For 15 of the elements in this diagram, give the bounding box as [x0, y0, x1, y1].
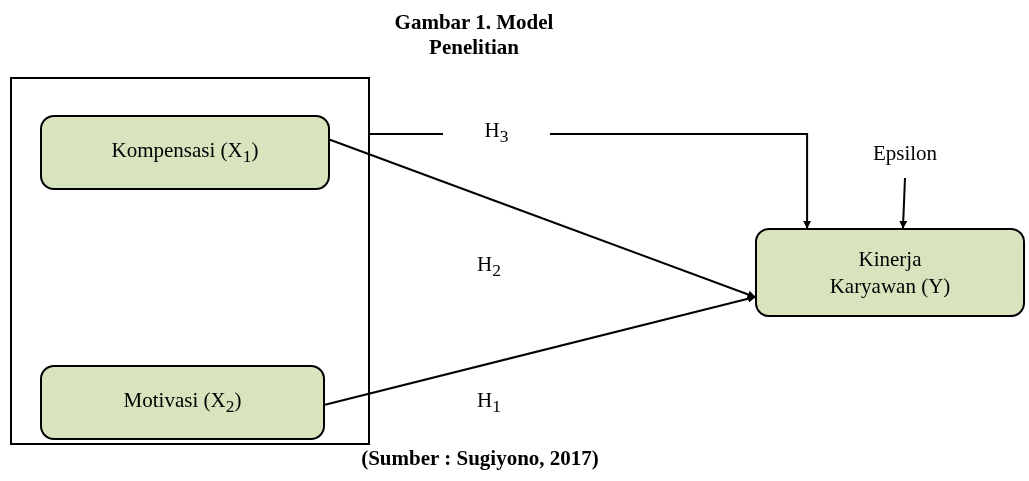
arrow [329, 138, 756, 299]
variable-box [755, 228, 1025, 317]
hypothesis-label: H$_{2}$ [477, 252, 501, 282]
hypothesis-label: H$_{1}$ [477, 388, 501, 418]
error-term-text: Epsilon [872, 139, 938, 167]
variable-label: Kinerja Karyawan (Y) [828, 246, 952, 299]
diagram-title: Gambar 1. Model Penelitian [393, 10, 555, 61]
source-caption: (Sumber : Sugiyono, 2017) [360, 446, 600, 472]
variable-label: Motivasi (X$_{2}$) [123, 386, 242, 419]
arrow [899, 177, 908, 229]
variable-box [40, 115, 330, 190]
frame-box [10, 77, 370, 445]
variable-label: Kompensasi (X$_{1}$) [111, 136, 259, 169]
arrow [324, 294, 756, 406]
variable-box [40, 365, 325, 440]
